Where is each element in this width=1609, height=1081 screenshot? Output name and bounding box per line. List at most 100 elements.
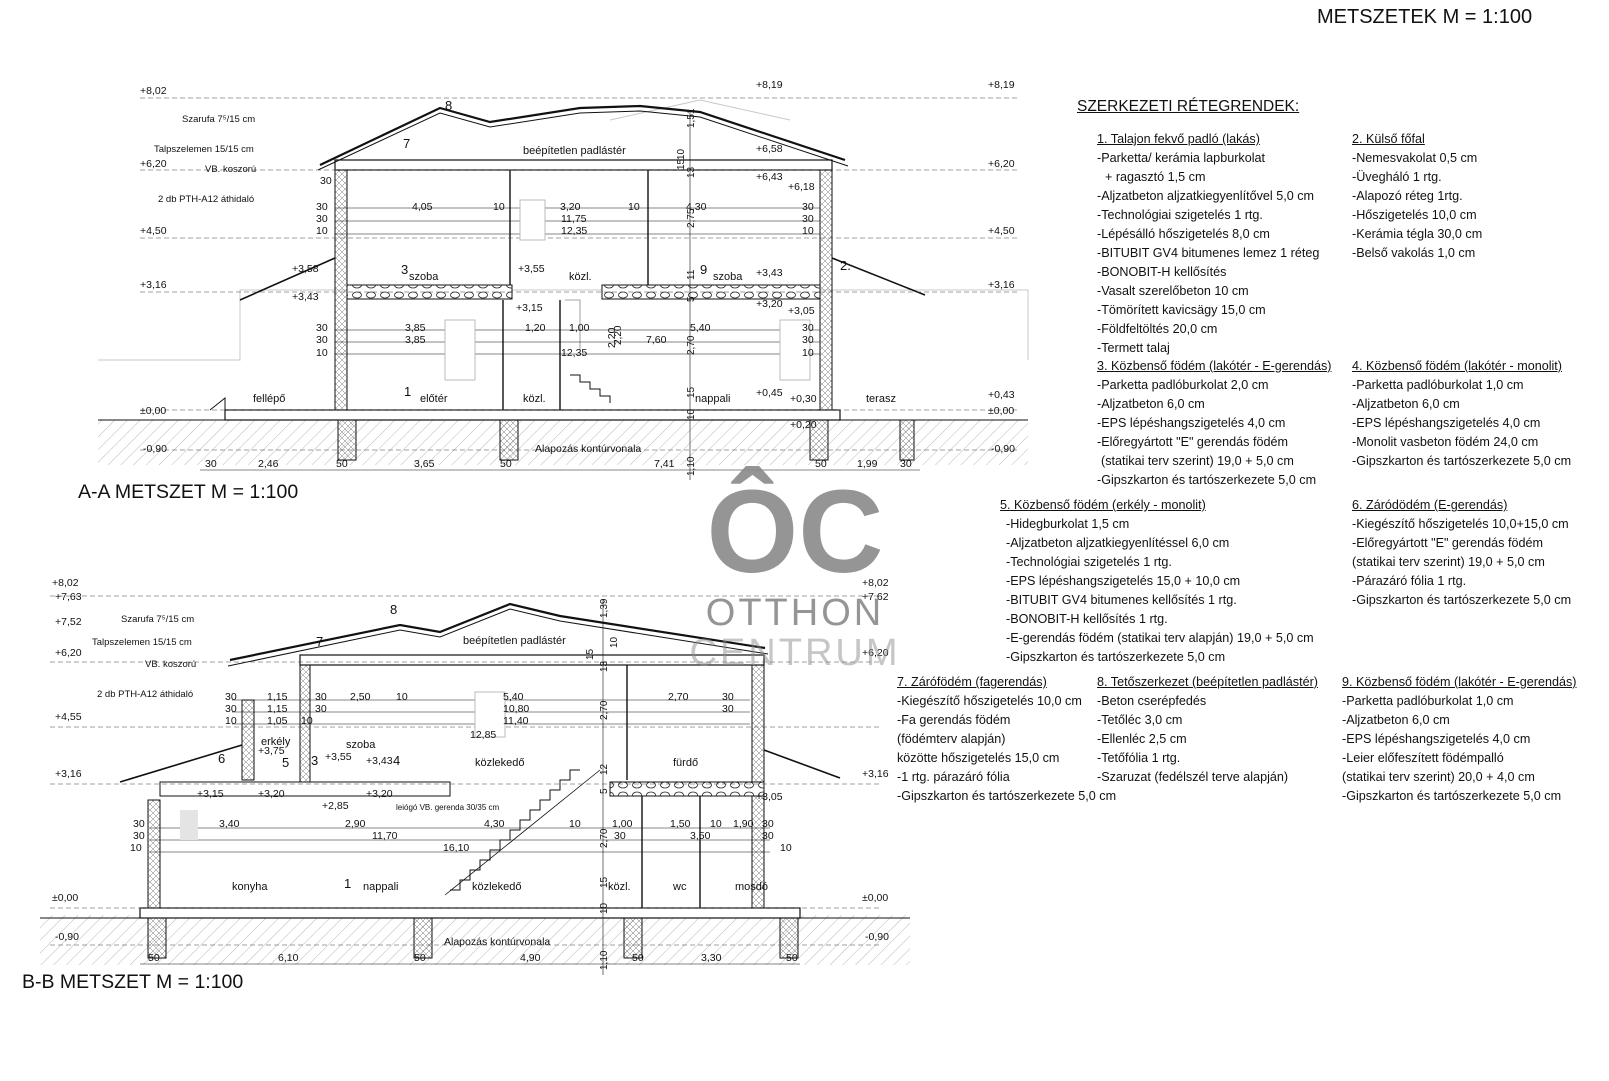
room-label: konyha (232, 881, 268, 893)
intermediate-slab (159, 781, 451, 797)
legend-item: -Szaruzat (fedélszél terve alapján) (1097, 770, 1289, 784)
dimension-text: 2,70 (668, 691, 689, 703)
dimension-text: 30 (802, 334, 814, 346)
level-mark: +6,58 (756, 143, 783, 155)
exterior-wall-left (334, 169, 348, 411)
legend-item: -Gipszkarton és tartószerkezete 5,0 cm (1006, 650, 1226, 664)
dimension-text: 1,10 (599, 950, 610, 970)
legend-group-1: 1. Talajon fekvő padló (lakás) -Parketta… (1097, 130, 1319, 358)
legend-item: -Gipszkarton és tartószerkezete 5,0 cm (1352, 454, 1572, 468)
dimension-text: 2,75 (686, 208, 697, 228)
level-mark: +3,16 (140, 279, 167, 291)
background-outline (98, 289, 1029, 361)
dimension-text: 10 (493, 201, 505, 213)
legend-group-title: 5. Közbenső födém (erkély - monolit) (1000, 498, 1206, 512)
level-mark: +3,43 (366, 755, 393, 767)
legend-group-6: 6. Záródödém (E-gerendás) -Kiegészítő hő… (1352, 496, 1571, 610)
otthon-centrum-watermark: ÔC OTTHON CENTRUM (690, 465, 898, 674)
legend-item: -Ellenléc 2,5 cm (1097, 732, 1187, 746)
legend-item: -Kiegészítő hőszigetelés 10,0 cm (897, 694, 1082, 708)
room-label: közlekedő (475, 757, 525, 769)
legend-item: -Technológiai szigetelés 1 rtg. (1006, 555, 1172, 569)
legend-group-9: 9. Közbenső födém (lakótér - E-gerendás)… (1342, 673, 1577, 806)
dimension-text: 13 (686, 166, 697, 178)
section-bb-vertical-dims: 1,39 10 13 15 2,70 12 5 2,70 15 10 1,10 (585, 598, 620, 970)
legend-item: (statikai terv szerint) 20,0 + 4,0 cm (1342, 770, 1535, 784)
dimension-text: 11,40 (503, 715, 529, 727)
layer-marker: 3 (311, 753, 318, 768)
legend-title: SZERKEZETI RÉTEGRENDEK: (1077, 98, 1300, 115)
room-label: mosdó (735, 881, 768, 893)
dimension-text: 7,60 (646, 334, 667, 346)
legend-item: -Aljzatbeton 6,0 cm (1352, 397, 1460, 411)
section-aa-title: A-A METSZET M = 1:100 (78, 481, 299, 503)
level-mark: +3,20 (756, 298, 783, 310)
legend-item: -BITUBIT GV4 bitumenes lemez 1 réteg (1097, 246, 1320, 260)
section-bb-markers: 8 7 6 5 3 4 1 (218, 602, 400, 891)
dimension-text: 10 (802, 347, 814, 359)
level-mark: +2,85 (322, 800, 349, 812)
legend-item: -BITUBIT GV4 bitumenes kellősítés 1 rtg. (1006, 593, 1237, 607)
legend-group-title: 6. Záródödém (E-gerendás) (1352, 498, 1508, 512)
callout-label: Talpszelemen 15/15 cm (154, 144, 254, 155)
legend-item: közötte hőszigetelés 15,0 cm (897, 751, 1060, 765)
callout-label: leiógó VB. gerenda 30/35 cm (396, 803, 500, 812)
layer-marker: 1 (404, 384, 411, 399)
dimension-text: 3,85 (405, 322, 426, 334)
room-label: szoba (713, 271, 743, 283)
legend-item: -Fa gerendás födém (897, 713, 1011, 727)
dimension-text: 10 (301, 715, 313, 727)
callout-label: 2 db PTH-A12 áthidaló (158, 194, 254, 205)
callout-label: VB. koszorú (205, 164, 256, 175)
dimension-text: 30 (205, 458, 217, 470)
level-mark: +0,30 (790, 393, 817, 405)
section-aa-drawing (98, 97, 1029, 480)
dimension-text: 30 (900, 458, 912, 470)
dimension-text: 11,70 (372, 830, 398, 842)
layer-marker: 7 (403, 136, 410, 151)
level-mark: +3,16 (55, 768, 82, 780)
legend-group-title: 3. Közbenső födém (lakótér - E-gerendás) (1097, 359, 1332, 373)
room-label: közl. (608, 881, 631, 893)
level-mark: +8,19 (988, 79, 1015, 91)
dimension-text: 50 (500, 458, 512, 470)
dimension-text: 50 (148, 952, 160, 964)
callout-label: Szarufa 7⁵/15 cm (121, 614, 194, 625)
legend-group-title: 1. Talajon fekvő padló (lakás) (1097, 132, 1260, 146)
watermark-line1: OTTHON (706, 592, 884, 634)
level-mark: +6,43 (756, 171, 783, 183)
dimension-text: 2,20 (613, 325, 624, 345)
level-mark: -0,90 (991, 443, 1015, 455)
section-bb-dimensions: 1,15 1,15 1,05 30 30 10 2,50 10 5,40 10,… (130, 691, 792, 854)
level-mark: +6,20 (140, 158, 167, 170)
dimension-text: 50 (336, 458, 348, 470)
dimension-text: 10 (710, 818, 722, 830)
legend-item: -BONOBIT-H kellősítés (1097, 265, 1227, 279)
dimension-text: 2,70 (599, 828, 610, 848)
page-title: METSZETEK M = 1:100 (1317, 6, 1533, 28)
legend-group-title: 8. Tetőszerkezet (beépítetlen padlástér) (1097, 675, 1318, 689)
foundation (147, 917, 167, 959)
legend-item: -Földfeltöltés 20,0 cm (1097, 322, 1218, 336)
level-mark: +6,20 (55, 647, 82, 659)
level-mark: +7,62 (862, 591, 889, 603)
legend-item: -Aljzatbeton aljzatkiegyenlítéssel 6,0 c… (1006, 536, 1230, 550)
legend-item: -Aljzatbeton aljzatkiegyenlítővel 5,0 cm (1097, 189, 1315, 203)
legend-item: -Hőszigetelés 10,0 cm (1352, 208, 1477, 222)
dimension-text: 10 (599, 902, 610, 914)
room-label: nappali (695, 393, 730, 405)
legend-item: -Tetőléc 3,0 cm (1097, 713, 1183, 727)
legend-item: -1 rtg. párazáró fólia (897, 770, 1010, 784)
layer-marker: 7 (316, 634, 323, 649)
room-label: fellépő (253, 393, 285, 405)
layer-marker: 9 (700, 262, 707, 277)
dimension-text: 1,90 (733, 818, 754, 830)
dimension-text: 30 (225, 703, 237, 715)
ceiling-slab (334, 159, 833, 171)
level-mark: +3,43 (756, 267, 783, 279)
dimension-text: 4,90 (520, 952, 541, 964)
legend-item: -Üvegháló 1 rtg. (1352, 170, 1442, 184)
level-mark: ±0,00 (140, 405, 166, 417)
section-bb-drawing (40, 595, 910, 975)
